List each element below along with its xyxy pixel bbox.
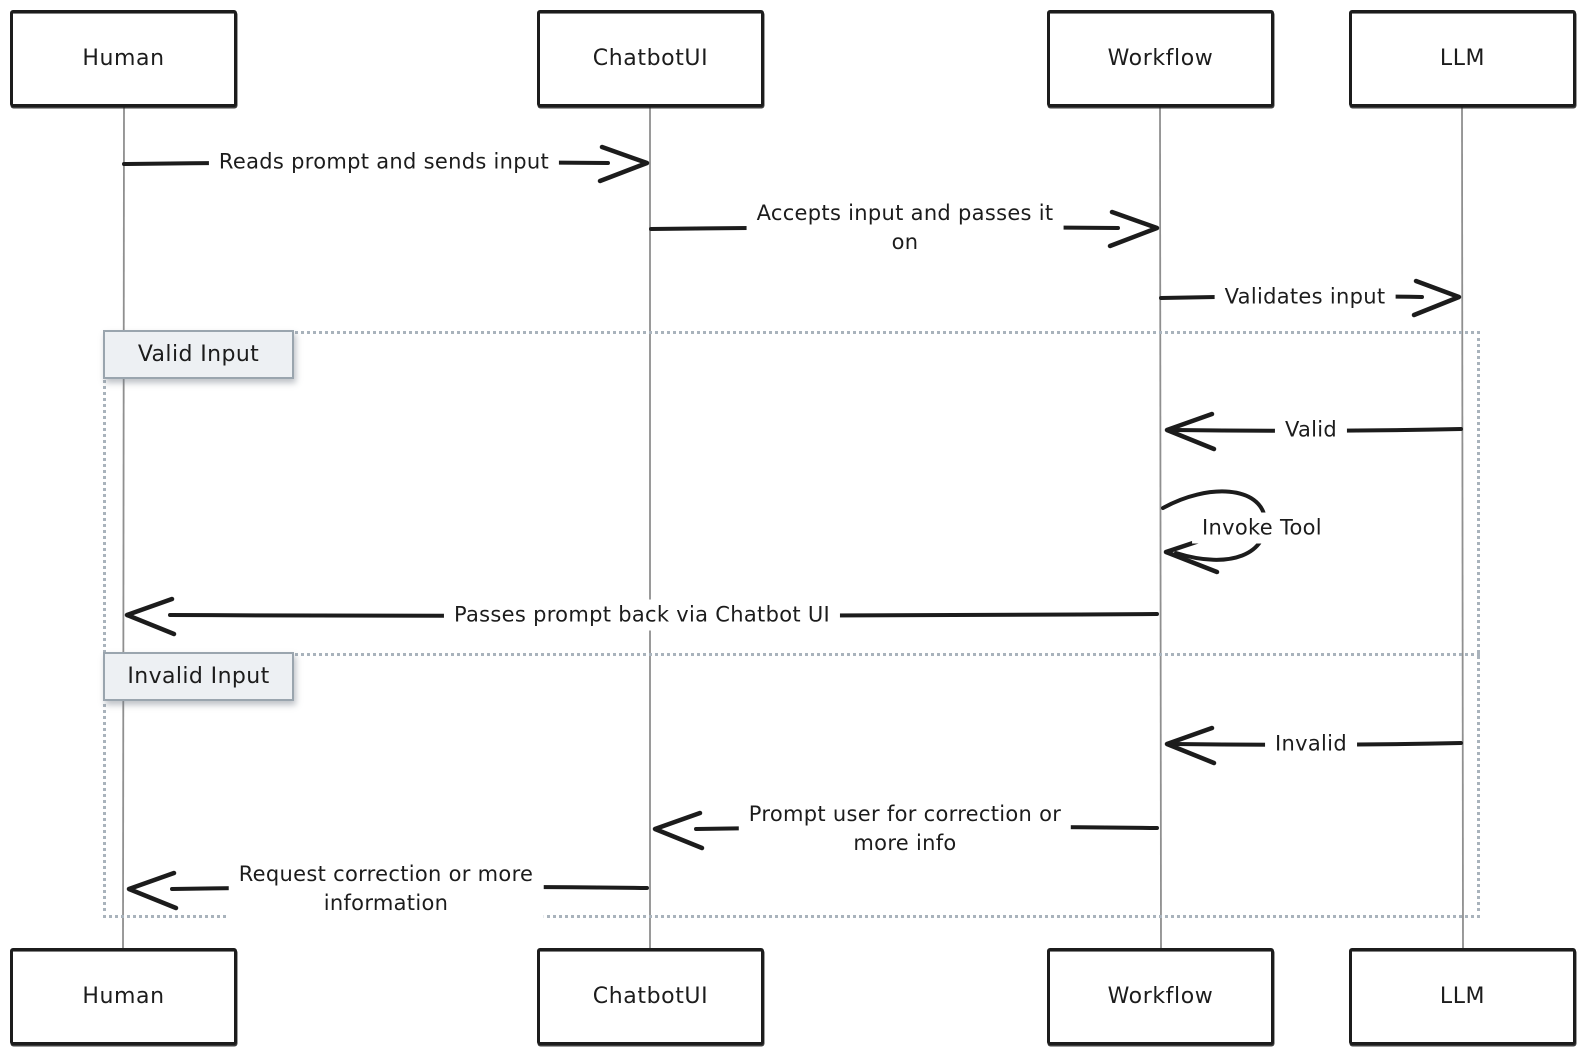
actor-label: Human (82, 46, 165, 71)
actor-box-llm-bottom: LLM (1349, 948, 1576, 1045)
message-label-invalid: Invalid (1265, 728, 1357, 760)
alt-frame (103, 331, 1480, 918)
message-label-valid: Valid (1274, 414, 1348, 446)
actor-label: ChatbotUI (592, 46, 709, 71)
arrowhead-left-icon (652, 810, 705, 851)
section-label-text: Valid Input (137, 342, 260, 367)
arrowhead-right-icon (1411, 278, 1462, 318)
lifeline-llm (1461, 106, 1464, 950)
alt-frame-divider (103, 653, 1480, 656)
actor-label: Workflow (1107, 984, 1214, 1009)
message-label-reads-prompt: Reads prompt and sends input (208, 146, 560, 178)
arrowhead-right-icon (597, 144, 650, 184)
message-label-accepts-input: Accepts input and passes it on (746, 198, 1064, 258)
lifeline-human (122, 106, 125, 950)
arrowhead-left-icon (1164, 725, 1217, 766)
arrowhead-right-icon (1107, 209, 1160, 249)
message-label-request-correction: Request correction or more information (228, 859, 544, 919)
arrowhead-left-icon (126, 870, 179, 911)
message-label-invoke-tool: Invoke Tool (1192, 512, 1332, 544)
actor-label: LLM (1439, 984, 1486, 1009)
arrowhead-left-icon (124, 596, 177, 637)
actor-box-llm-top: LLM (1349, 10, 1576, 107)
section-label-invalid-input: Invalid Input (103, 652, 294, 701)
actor-label: LLM (1439, 46, 1486, 71)
lifelines (122, 106, 1464, 950)
actor-box-chatbotui-bottom: ChatbotUI (537, 948, 764, 1045)
lifeline-workflow (1159, 106, 1162, 950)
message-label-validates-input: Validates input (1214, 281, 1396, 313)
actor-label: Human (82, 984, 165, 1009)
actor-box-workflow-top: Workflow (1047, 10, 1274, 107)
arrowhead-left-icon (1164, 411, 1217, 452)
message-label-passes-prompt-back: Passes prompt back via Chatbot UI (443, 599, 841, 631)
section-label-text: Invalid Input (127, 664, 270, 689)
actor-box-workflow-bottom: Workflow (1047, 948, 1274, 1045)
actor-box-human-top: Human (10, 10, 237, 107)
actor-label: Workflow (1107, 46, 1214, 71)
actor-label: ChatbotUI (592, 984, 709, 1009)
actor-box-chatbotui-top: ChatbotUI (537, 10, 764, 107)
actor-box-human-bottom: Human (10, 948, 237, 1045)
message-label-prompt-user: Prompt user for correction or more info (738, 799, 1072, 859)
section-label-valid-input: Valid Input (103, 330, 294, 379)
